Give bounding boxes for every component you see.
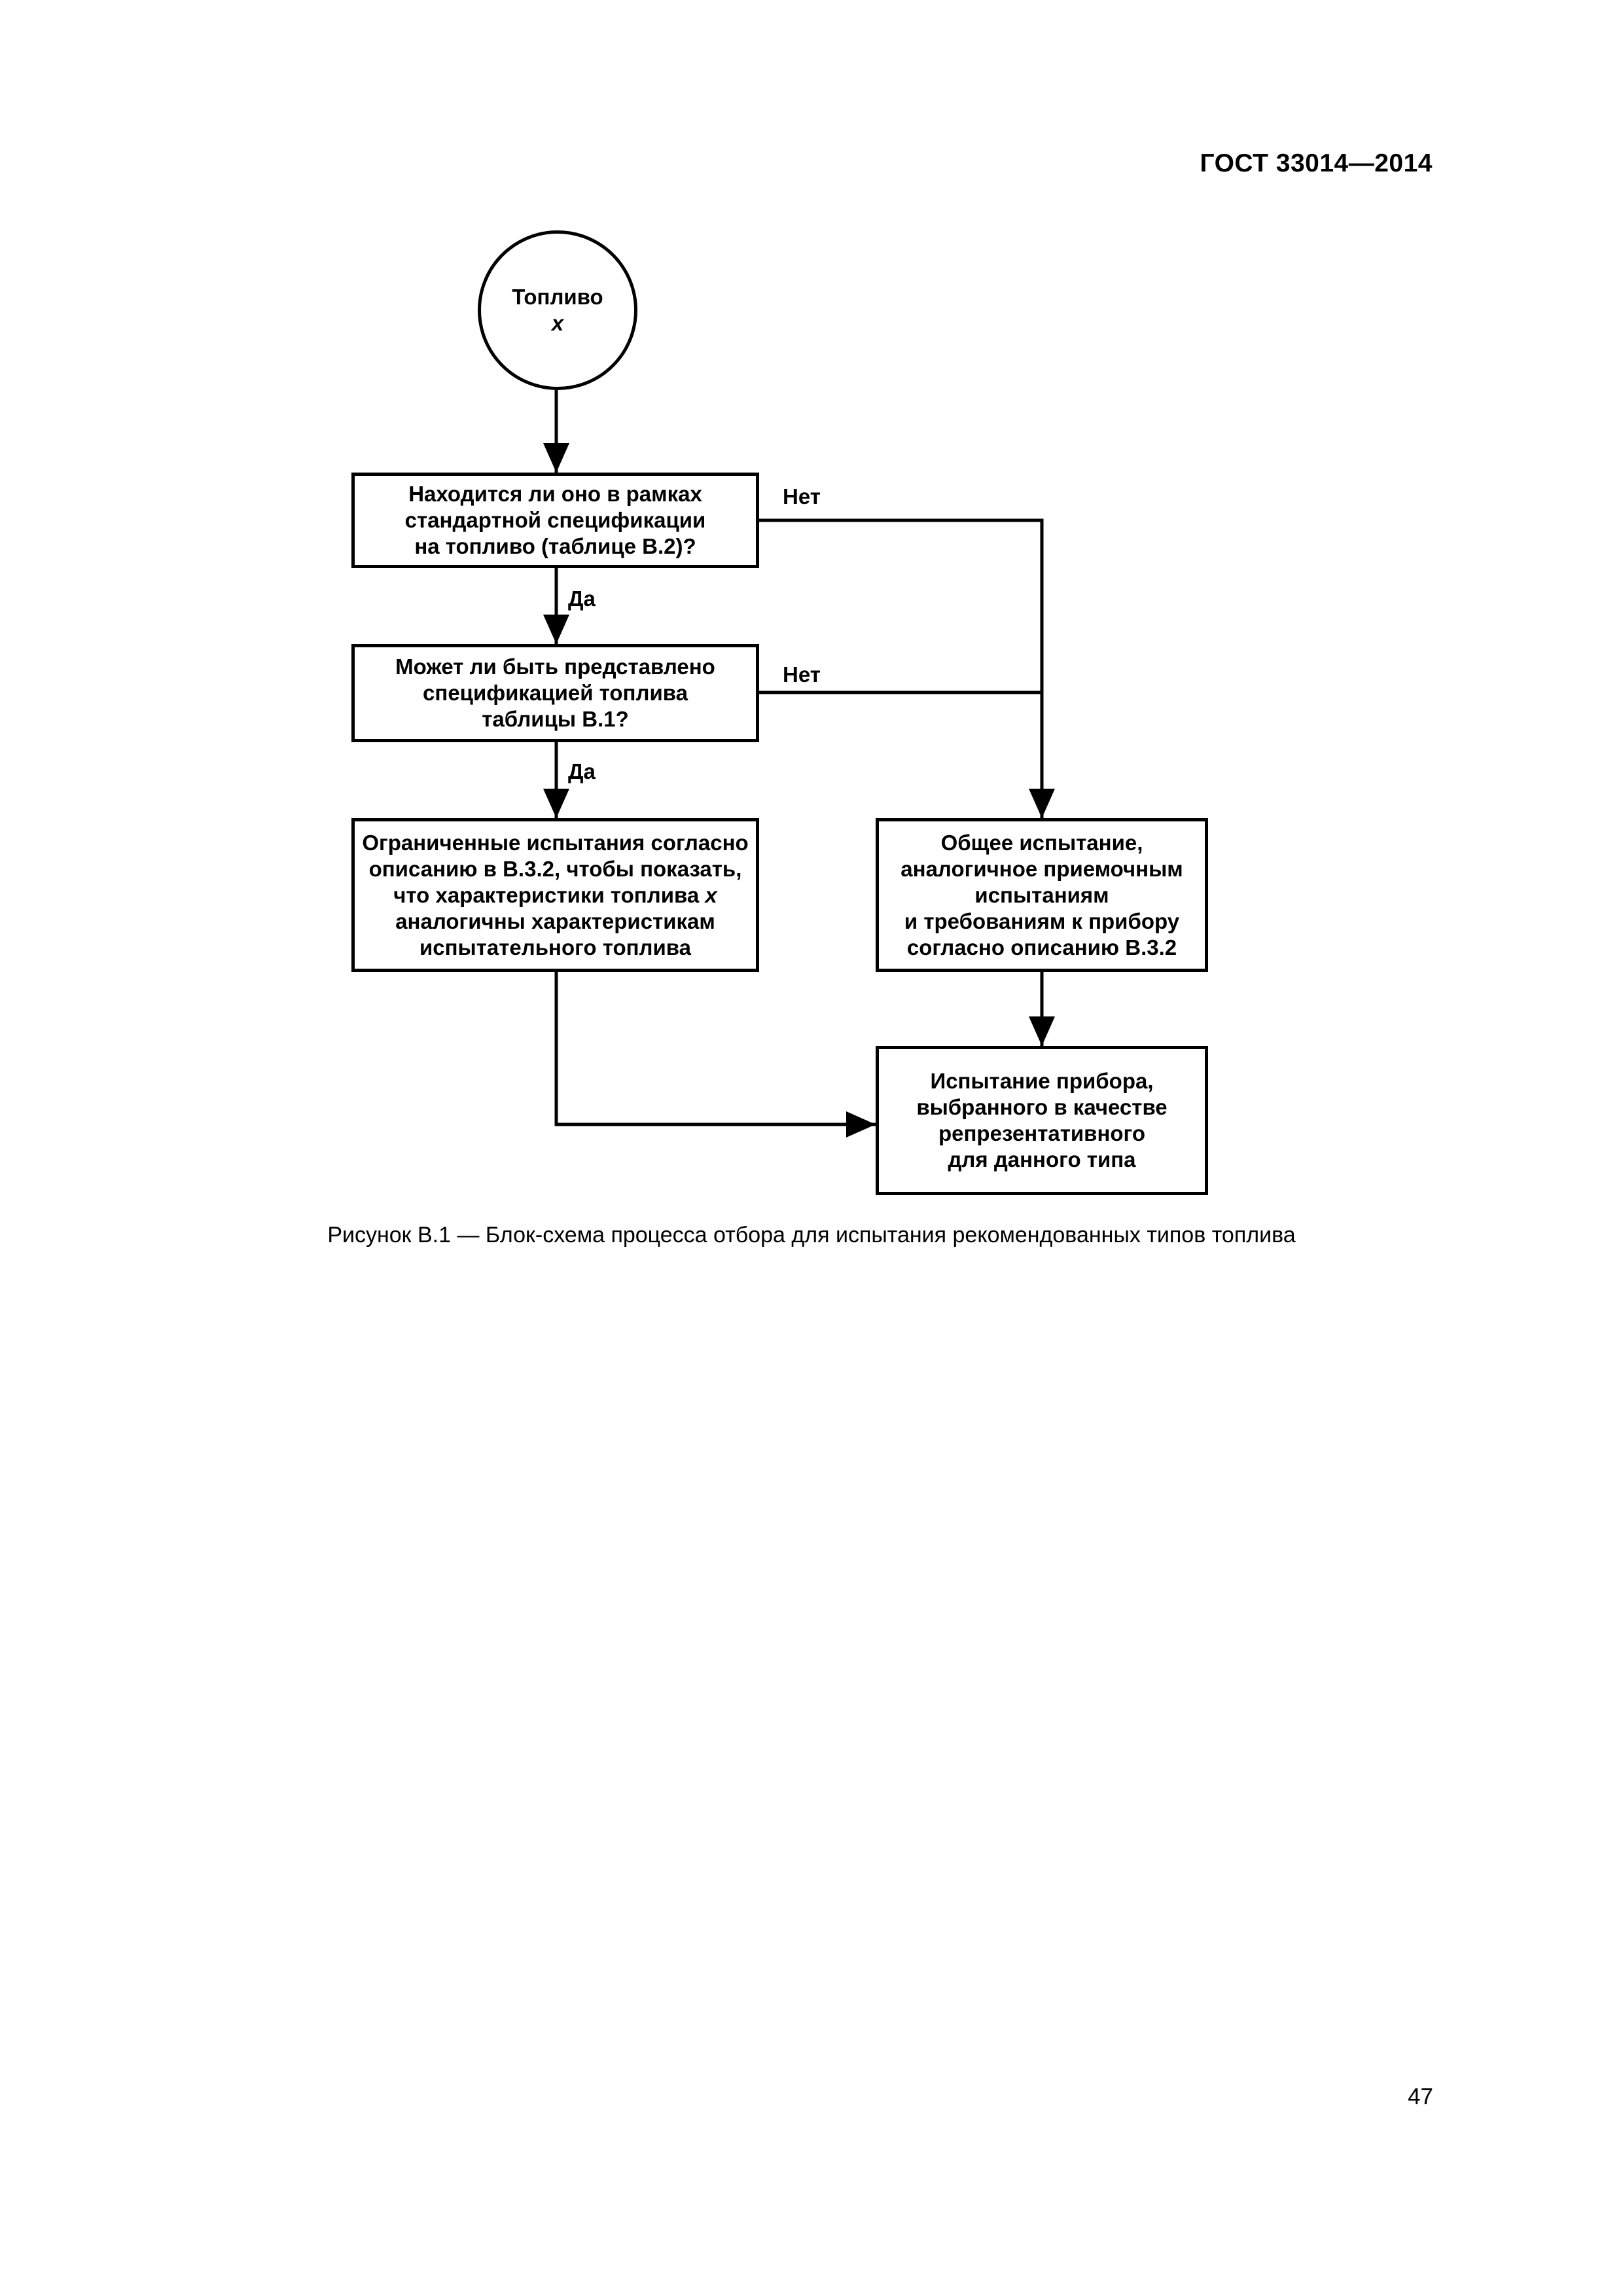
decision-standard-spec: Находится ли оно в рамках стандартной сп… (351, 473, 759, 568)
general-test-line: согласно описанию В.3.2 (906, 935, 1177, 960)
flowchart-connectors (543, 390, 1055, 1138)
limited-test-line: аналогичны характеристикам (395, 908, 715, 933)
decision2-line: таблицы В.1? (482, 707, 629, 731)
document-id: ГОСТ 33014—2014 (1200, 149, 1433, 177)
decision2-line: Может ли быть представлено (395, 655, 715, 679)
limited-test-line: испытательного топлива (419, 935, 692, 960)
label-yes-decision2: Да (568, 759, 596, 783)
general-test-line: аналогичное приемочным (901, 856, 1183, 881)
label-no-decision2: Нет (783, 662, 821, 687)
decision1-line: Находится ли оно в рамках (408, 482, 702, 506)
device-test-line: репрезентативного (938, 1121, 1145, 1145)
general-test-line: Общее испытание, (940, 830, 1143, 855)
line-decision1-no (759, 518, 1055, 818)
process-general-test: Общее испытание, аналогичное приемочным … (876, 818, 1208, 972)
general-test-line: и требованиям к прибору (904, 908, 1180, 933)
label-no-decision1: Нет (783, 484, 821, 509)
flowchart: Топливо x Находится ли оно в рамках стан… (351, 230, 1208, 1195)
decision2-line: спецификацией топлива (423, 681, 688, 705)
limited-test-variable: x (705, 882, 717, 907)
start-node-fuel-x: Топливо x (478, 230, 637, 390)
arrow-limited-to-device-test (554, 972, 876, 1138)
limited-test-line: Ограниченные испытания согласно (362, 830, 749, 855)
limited-test-line: что характеристики топлива x (393, 882, 717, 908)
device-test-line: Испытание прибора, (930, 1069, 1154, 1093)
decision1-line: на топливо (таблице В.2)? (414, 534, 696, 558)
start-node-label: Топливо (512, 285, 603, 309)
start-node-variable: x (551, 311, 564, 335)
decision-fuel-spec: Может ли быть представлено спецификацией… (351, 644, 759, 742)
decision1-line: стандартной спецификации (404, 508, 706, 532)
page-number: 47 (1408, 2084, 1433, 2109)
process-limited-test: Ограниченные испытания согласно описанию… (351, 818, 759, 972)
process-device-test: Испытание прибора, выбранного в качестве… (876, 1046, 1208, 1195)
limited-test-line: описанию в В.3.2, чтобы показать, (368, 856, 742, 881)
label-yes-decision1: Да (568, 586, 596, 611)
figure-caption: Рисунок В.1 — Блок-схема процесса отбора… (327, 1223, 1296, 1247)
device-test-line: для данного типа (948, 1147, 1136, 1172)
limited-test-line-text: что характеристики топлива (393, 882, 700, 907)
general-test-line: испытаниям (974, 882, 1109, 907)
device-test-line: выбранного в качестве (916, 1095, 1168, 1119)
